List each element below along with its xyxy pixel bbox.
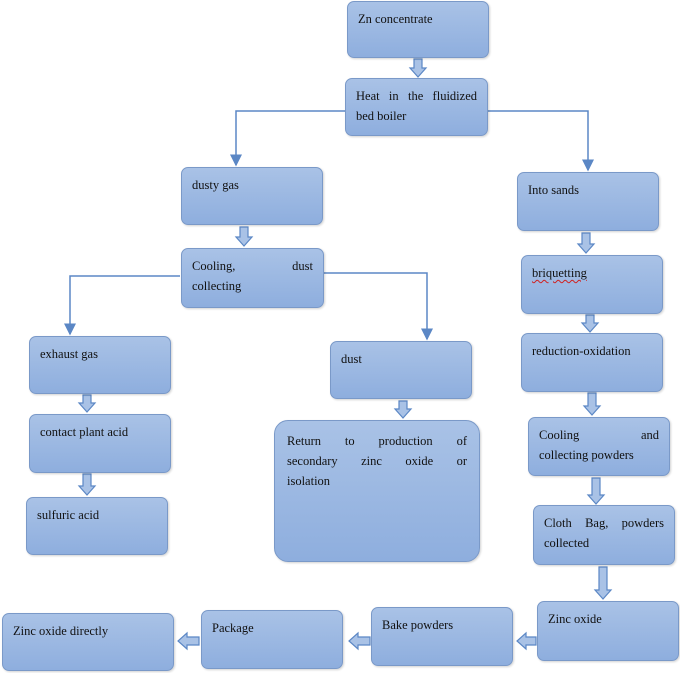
- arrow-zno-to-bake: [516, 631, 537, 651]
- arrow-zn-to-heat: [408, 58, 428, 78]
- node-cooling-collecting-powders: Cooling and collecting powders: [528, 417, 670, 476]
- node-zinc-oxide: Zinc oxide: [537, 601, 679, 661]
- arrow-cool-to-exhaust: [64, 275, 180, 336]
- arrow-contact-to-sulf: [77, 473, 97, 496]
- node-heat-boiler: Heat in the fluidized bed boiler: [345, 78, 488, 136]
- arrow-bake-to-pkg: [348, 631, 371, 651]
- arrow-sands-to-briq: [576, 232, 596, 254]
- node-package: Package: [201, 610, 343, 669]
- node-reduction-oxidation: reduction-oxidation: [521, 333, 663, 392]
- node-briquetting: briquetting: [521, 255, 663, 314]
- node-exhaust-gas: exhaust gas: [29, 336, 171, 394]
- node-cloth-bag: Cloth Bag, powders collected: [533, 505, 675, 565]
- node-zinc-oxide-directly: Zinc oxide directly: [2, 613, 174, 671]
- arrow-pkg-to-direct: [177, 631, 200, 651]
- arrow-dust-to-return: [393, 400, 413, 419]
- arrow-dusty-to-cool: [234, 226, 254, 247]
- node-bake-powders: Bake powders: [371, 607, 513, 666]
- arrow-bag-to-zno: [593, 566, 613, 600]
- arrow-briq-to-redox: [580, 314, 600, 333]
- node-dust: dust: [330, 341, 472, 399]
- node-into-sands: Into sands: [517, 172, 659, 231]
- arrow-cool2-to-bag: [586, 477, 606, 505]
- node-cooling-dust-collecting: Cooling, dust collecting: [181, 248, 324, 308]
- arrow-cool-to-dust: [324, 272, 433, 341]
- node-dusty-gas: dusty gas: [181, 167, 323, 225]
- node-sulfuric-acid: sulfuric acid: [26, 497, 168, 555]
- node-contact-plant-acid: contact plant acid: [29, 414, 171, 473]
- arrow-redox-to-cool2: [582, 392, 602, 416]
- arrow-heat-to-dusty: [230, 110, 345, 167]
- arrow-heat-to-sands: [488, 110, 594, 172]
- node-return-production: Return to production of secondary zinc o…: [274, 420, 480, 562]
- arrow-exhaust-to-contact: [77, 394, 97, 413]
- node-zn-concentrate: Zn concentrate: [347, 1, 489, 58]
